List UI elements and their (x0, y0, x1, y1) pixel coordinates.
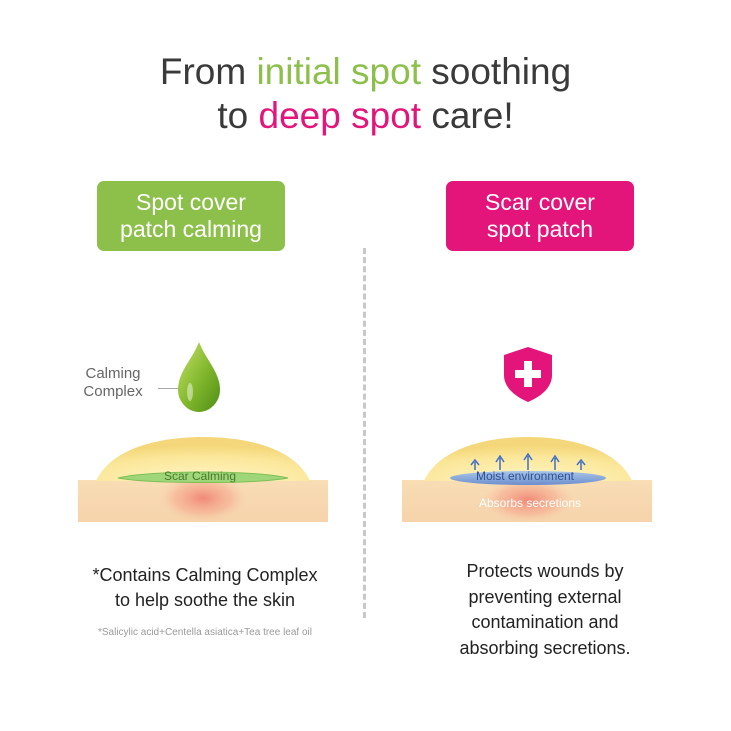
badge-line: Spot cover (136, 189, 246, 215)
headline-text: to (217, 95, 259, 136)
medical-shield-icon (504, 347, 552, 402)
red-spot-left (155, 472, 251, 524)
desc-line: to help soothe the skin (114, 590, 296, 610)
desc-line: contamination and (471, 612, 619, 632)
headline: From initial spot soothing to deep spot … (0, 50, 731, 138)
spot-cover-badge: Spot cover patch calming (97, 181, 285, 251)
moist-environment-label: Moist environment (475, 469, 575, 483)
headline-highlight-green: initial spot (256, 51, 421, 92)
red-spot-right (478, 476, 578, 524)
callout-line: Complex (83, 383, 143, 400)
absorbs-secretions-label: Absorbs secretions (478, 496, 582, 510)
desc-line: absorbing secretions. (459, 637, 631, 658)
headline-text: care! (421, 95, 514, 136)
badge-line: Scar cover (485, 189, 595, 215)
left-description: *Contains Calming Complex to help soothe… (40, 563, 370, 613)
callout-line: Calming (85, 365, 141, 382)
headline-line-2: to deep spot care! (0, 94, 731, 138)
scar-cover-badge: Scar cover spot patch (446, 181, 634, 251)
scar-calming-layer (117, 471, 289, 483)
right-description: Protects wounds by preventing external c… (410, 559, 680, 661)
desc-line: *Contains Calming Complex (92, 565, 318, 585)
ingredients-footnote: *Salicylic acid+Centella asiatica+Tea tr… (97, 627, 312, 638)
scar-calming-label: Scar Calming (163, 469, 237, 483)
moist-environment-layer (450, 471, 606, 485)
callout-leader-line (158, 388, 182, 389)
patch-dome-left (96, 437, 310, 481)
headline-text: soothing (420, 51, 572, 92)
water-drop-icon (178, 342, 220, 412)
moisture-arrows (470, 452, 586, 470)
badge-line: patch calming (120, 216, 262, 242)
headline-line-1: From initial spot soothing (0, 50, 731, 94)
calming-complex-label: Calming Complex (68, 365, 158, 401)
dashed-divider (363, 248, 366, 618)
badge-line: spot patch (486, 216, 594, 242)
desc-line: preventing external (468, 586, 622, 607)
headline-highlight-pink: deep spot (258, 95, 422, 136)
desc-line: Protects wounds by (466, 561, 624, 581)
headline-text: From (159, 51, 257, 92)
